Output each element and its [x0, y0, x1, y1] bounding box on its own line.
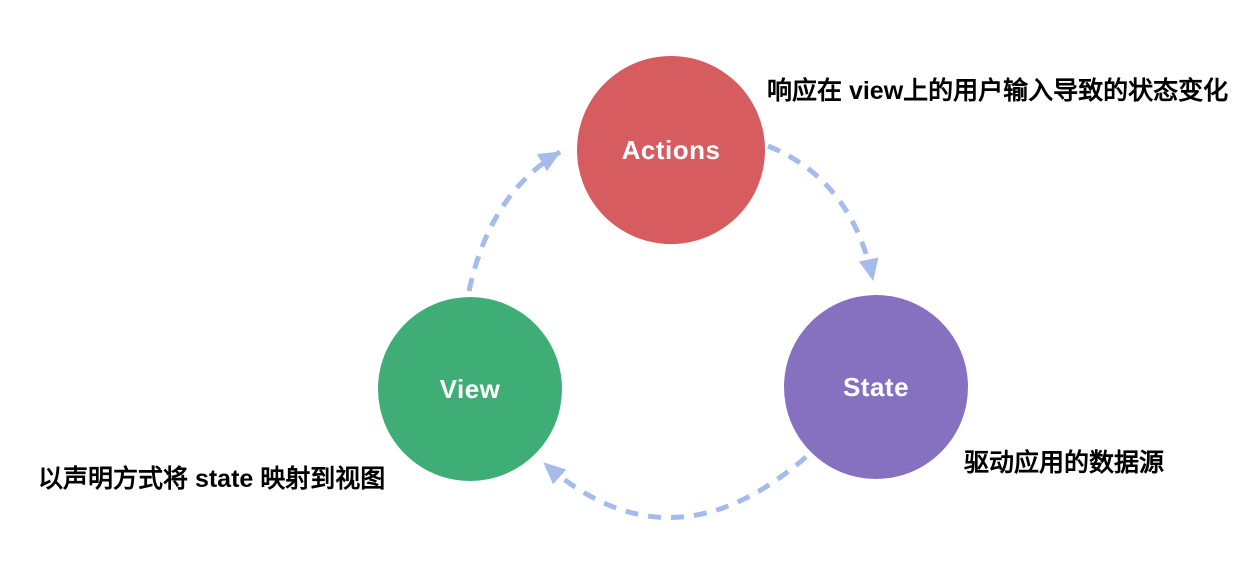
annotation-state: 驱动应用的数据源 [964, 449, 1165, 477]
annotation-view: 以声明方式将 state 映射到视图 [38, 465, 386, 493]
node-actions: Actions [577, 56, 765, 244]
arrow-state-to-view [542, 455, 808, 520]
arrow-view-to-actions [466, 149, 562, 292]
node-state-label: State [842, 371, 910, 402]
annotation-actions: 响应在 view上的用户输入导致的状态变化 [767, 77, 1229, 105]
node-view: View [378, 297, 562, 481]
node-state: State [784, 295, 968, 479]
arrow-actions-to-state [767, 143, 879, 281]
node-actions-label: Actions [621, 134, 721, 165]
node-view-label: View [439, 373, 501, 404]
